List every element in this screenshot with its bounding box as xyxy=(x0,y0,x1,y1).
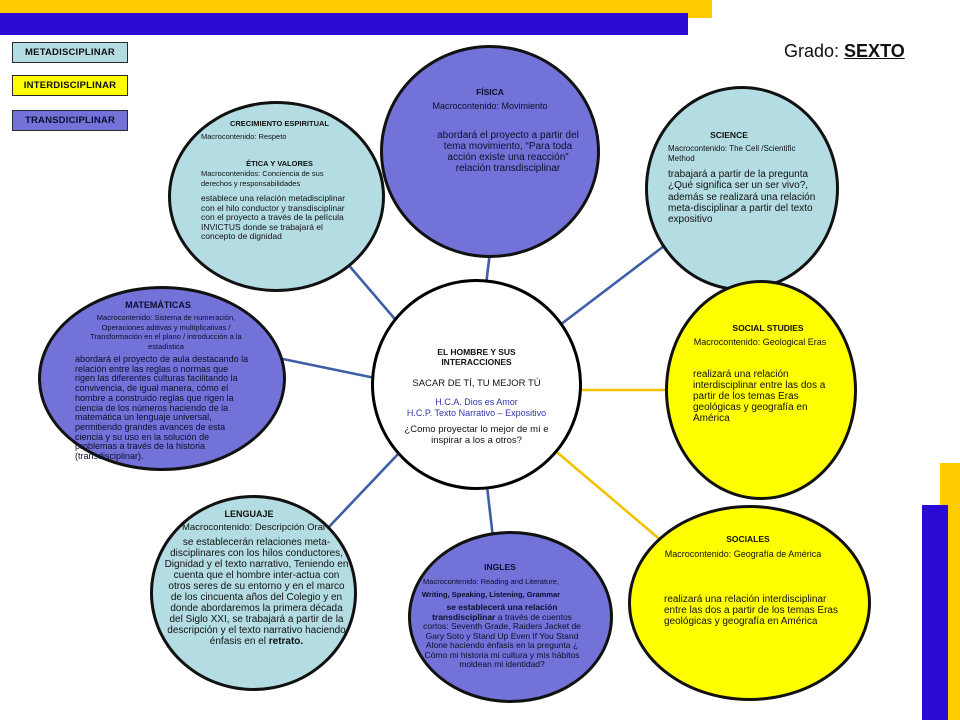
node-title: SOCIAL STUDIES xyxy=(732,323,804,333)
node-crecimiento-espiritual: CRECIMIENTO ESPIRITUAL Macrocontenido: R… xyxy=(168,101,385,292)
node-title: FÍSICA xyxy=(476,87,504,97)
node-science: SCIENCE Macrocontenido: The Cell /Scient… xyxy=(645,86,839,291)
node-body: abordará el proyecto de aula destacando … xyxy=(75,354,249,462)
node-body: se establecerán relaciones meta-discipli… xyxy=(163,537,350,647)
node-title: SCIENCE xyxy=(710,130,748,140)
legend-metadisciplinar: METADISCIPLINAR xyxy=(12,42,128,63)
node-social-studies: SOCIAL STUDIES Macrocontenido: Geologica… xyxy=(665,280,857,500)
top-blue-bar xyxy=(0,13,688,35)
node-sociales: SOCIALES Macrocontenido: Geografía de Am… xyxy=(628,505,871,701)
node-body: se establecerá una relación transdiscipl… xyxy=(421,602,583,670)
central-hub: EL HOMBRE Y SUS INTERACCIONES SACAR DE T… xyxy=(371,279,582,490)
node-title: MATEMÁTICAS xyxy=(125,300,191,310)
node-lenguaje: LENGUAJE Macrocontenido: Descripción Ora… xyxy=(150,495,357,691)
node-sub-macrocontent: Macrocontenidos: Conciencia de sus derec… xyxy=(201,169,324,188)
node-fisica: FÍSICA Macrocontenido: Movimiento aborda… xyxy=(380,45,600,258)
link-science xyxy=(555,241,669,330)
node-macrocontent: Macrocontenido: Sistema de numeración, O… xyxy=(90,313,242,351)
node-macrocontent: Macrocontenido: Geografía de América xyxy=(664,549,822,559)
hub-title: EL HOMBRE Y SUS INTERACCIONES xyxy=(437,347,516,367)
link-lenguaje xyxy=(325,451,401,531)
node-body: realizará una relación interdisciplinar … xyxy=(664,594,838,627)
node-title: CRECIMIENTO ESPIRITUAL xyxy=(229,119,330,128)
node-body: realizará una relación interdisciplinar … xyxy=(693,369,826,424)
node-title: INGLES xyxy=(484,562,516,572)
node-title: SOCIALES xyxy=(726,534,770,544)
node-body: trabajará a partir de la pregunta ¿Qué s… xyxy=(668,169,816,226)
grade-label: Grado: xyxy=(784,41,840,61)
node-macrocontent: Macrocontenido: Descripción Oral xyxy=(181,522,326,533)
node-body-text: se establecerán relaciones meta-discipli… xyxy=(164,537,349,647)
node-body-emphasis: retrato. xyxy=(268,636,304,647)
node-title: LENGUAJE xyxy=(224,509,274,519)
node-body-lead: se establecerá una relación transdiscipl… xyxy=(432,602,558,622)
node-macrocontent: Macrocontenido: The Cell /Scientific Met… xyxy=(668,144,796,163)
link-matematicas xyxy=(277,356,376,380)
grade-heading: Grado: SEXTO xyxy=(784,40,905,62)
hub-hca: H.C.A. Dios es Amor xyxy=(435,397,518,407)
node-matematicas: MATEMÁTICAS Macrocontenido: Sistema de n… xyxy=(38,286,286,471)
node-body: abordará el proyecto a partir del tema m… xyxy=(437,130,579,174)
hub-motto: SACAR DE TÍ, TU MEJOR TÚ xyxy=(412,378,541,389)
node-body: establece una relación metadisciplinar c… xyxy=(201,193,346,242)
node-macrocontent: Macrocontenido: Reading and Literature, xyxy=(423,577,559,586)
right-blue-bar xyxy=(922,505,948,720)
node-macrocontent: Macrocontenido: Geological Eras xyxy=(693,337,827,347)
link-ingles xyxy=(485,485,495,539)
link-sociales xyxy=(551,447,671,549)
hub-question: ¿Como proyectar lo mejor de mí e inspira… xyxy=(404,424,549,446)
grade-value: SEXTO xyxy=(844,41,905,61)
node-macrocontent: Macrocontenido: Respeto xyxy=(201,132,287,141)
legend-transdisciplinar: TRANSDICIPLINAR xyxy=(12,110,128,131)
node-subtitle: ÉTICA Y VALORES xyxy=(246,159,313,168)
legend-interdisciplinar: INTERDISCIPLINAR xyxy=(12,75,128,96)
node-body-text: a través de cuentos cortos: Seventh Grad… xyxy=(423,611,581,669)
node-ingles: INGLES Macrocontenido: Reading and Liter… xyxy=(408,531,613,703)
node-macrocontent: Macrocontenido: Movimiento xyxy=(432,101,548,111)
hub-hcp: H.C.P. Texto Narrativo – Expositivo xyxy=(406,408,547,418)
node-macrocontent-skills: Writing, Speaking, Listening, Grammar xyxy=(421,590,561,599)
